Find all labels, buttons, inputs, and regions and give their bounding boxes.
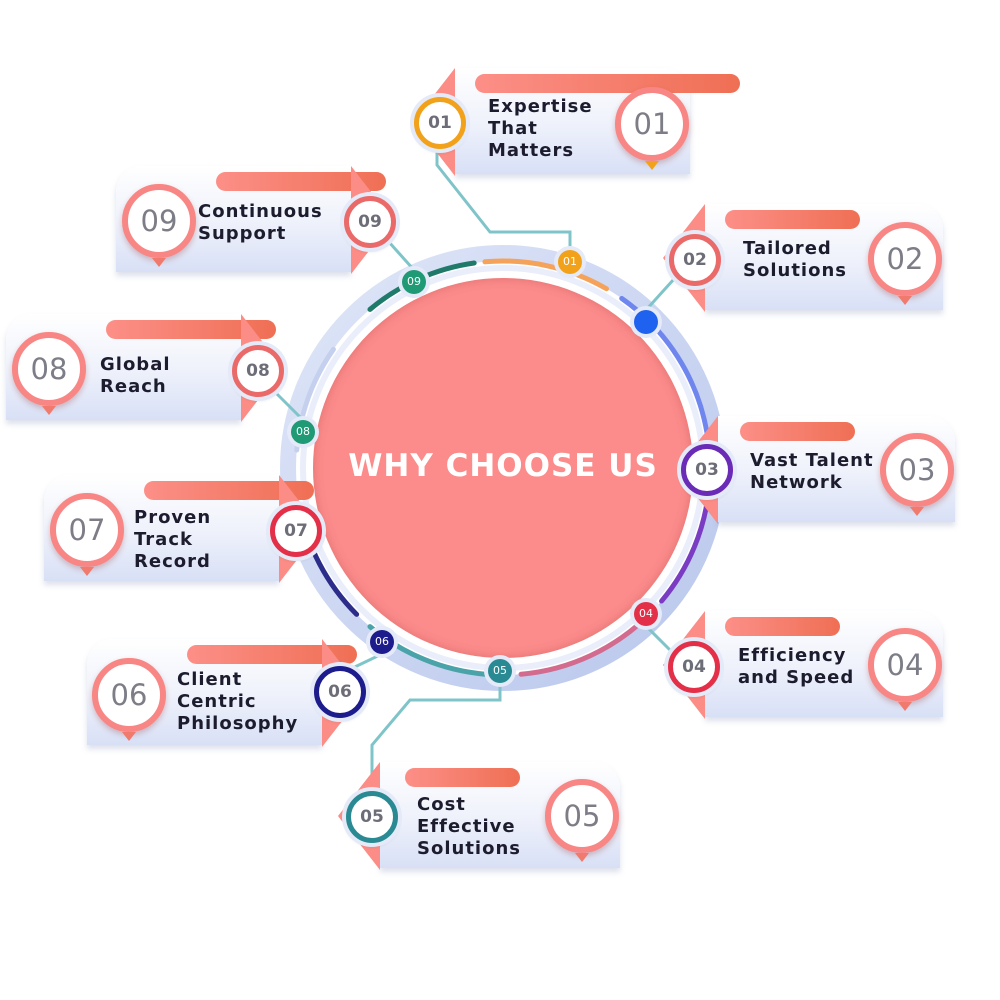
- card-header-bar: [725, 210, 860, 229]
- item-label-line: Expertise: [488, 96, 593, 117]
- item-label-line: Client: [177, 669, 243, 690]
- ring-arc-4: [518, 611, 652, 677]
- ring-dot-02: [634, 310, 658, 334]
- item-label-line: Solutions: [743, 260, 847, 281]
- badge-pointer-icon: [645, 161, 659, 170]
- number-badge-large: 03: [880, 433, 954, 507]
- item-label-line: Global: [100, 354, 171, 375]
- card-header-bar: [187, 645, 357, 664]
- number-badge-medium: 05: [346, 791, 398, 843]
- card-header-bar: [106, 320, 276, 339]
- number-badge-medium: 09: [344, 196, 396, 248]
- badge-pointer-icon: [910, 507, 924, 516]
- number-badge-medium: 07: [270, 505, 322, 557]
- item-label-line: Vast Talent: [750, 450, 874, 471]
- item-label-line: Matters: [488, 140, 575, 161]
- number-badge-medium: 08: [232, 345, 284, 397]
- ring-dot-01: 01: [558, 250, 582, 274]
- item-label-line: and Speed: [738, 667, 855, 688]
- ring-dot-08: 08: [291, 420, 315, 444]
- card-header-bar: [740, 422, 855, 441]
- item-label-line: Tailored: [743, 238, 832, 259]
- number-badge-medium: 06: [314, 666, 366, 718]
- item-label-line: Efficiency: [738, 645, 847, 666]
- number-badge-large: 06: [92, 658, 166, 732]
- number-badge-medium: 04: [668, 641, 720, 693]
- number-badge-large: 02: [868, 222, 942, 296]
- item-label-line: Effective: [417, 816, 516, 837]
- number-badge-medium: 03: [681, 444, 733, 496]
- card-header-bar: [216, 172, 386, 191]
- item-label-line: Support: [198, 223, 287, 244]
- item-label-line: Centric: [177, 691, 257, 712]
- number-badge-large: 07: [50, 493, 124, 567]
- badge-pointer-icon: [152, 258, 166, 267]
- item-label-line: Proven: [134, 507, 212, 528]
- ring-arc-2: [619, 295, 710, 435]
- card-header-bar: [725, 617, 840, 636]
- ring-dot-04: 04: [634, 602, 658, 626]
- badge-pointer-icon: [575, 853, 589, 862]
- badge-pointer-icon: [898, 702, 912, 711]
- number-badge-medium: 02: [669, 234, 721, 286]
- center-circle: [313, 278, 693, 658]
- badge-pointer-icon: [898, 296, 912, 305]
- number-badge-large: 05: [545, 779, 619, 853]
- ring-arc-1: [482, 258, 609, 292]
- number-badge-large: 08: [12, 332, 86, 406]
- number-badge-large: 01: [615, 87, 689, 161]
- number-badge-medium: 01: [414, 97, 466, 149]
- ring-dot-09: 09: [402, 270, 426, 294]
- card-header-bar: [144, 481, 314, 500]
- item-label-line: Track: [134, 529, 193, 550]
- item-label-line: Solutions: [417, 838, 521, 859]
- item-label-line: Network: [750, 472, 843, 493]
- badge-pointer-icon: [122, 732, 136, 741]
- ring-dot-05: 05: [488, 659, 512, 683]
- item-label-line: Reach: [100, 376, 167, 397]
- item-label-line: Continuous: [198, 201, 323, 222]
- center-title: WHY CHOOSE US: [348, 448, 658, 484]
- number-badge-large: 04: [868, 628, 942, 702]
- item-label-line: Record: [134, 551, 211, 572]
- badge-pointer-icon: [80, 567, 94, 576]
- number-badge-large: 09: [122, 184, 196, 258]
- badge-pointer-icon: [42, 406, 56, 415]
- item-label-line: That: [488, 118, 538, 139]
- ring-dot-06: 06: [370, 630, 394, 654]
- card-header-bar: [475, 74, 740, 93]
- item-label-line: Cost: [417, 794, 466, 815]
- card-header-bar: [405, 768, 520, 787]
- item-label-line: Philosophy: [177, 713, 299, 734]
